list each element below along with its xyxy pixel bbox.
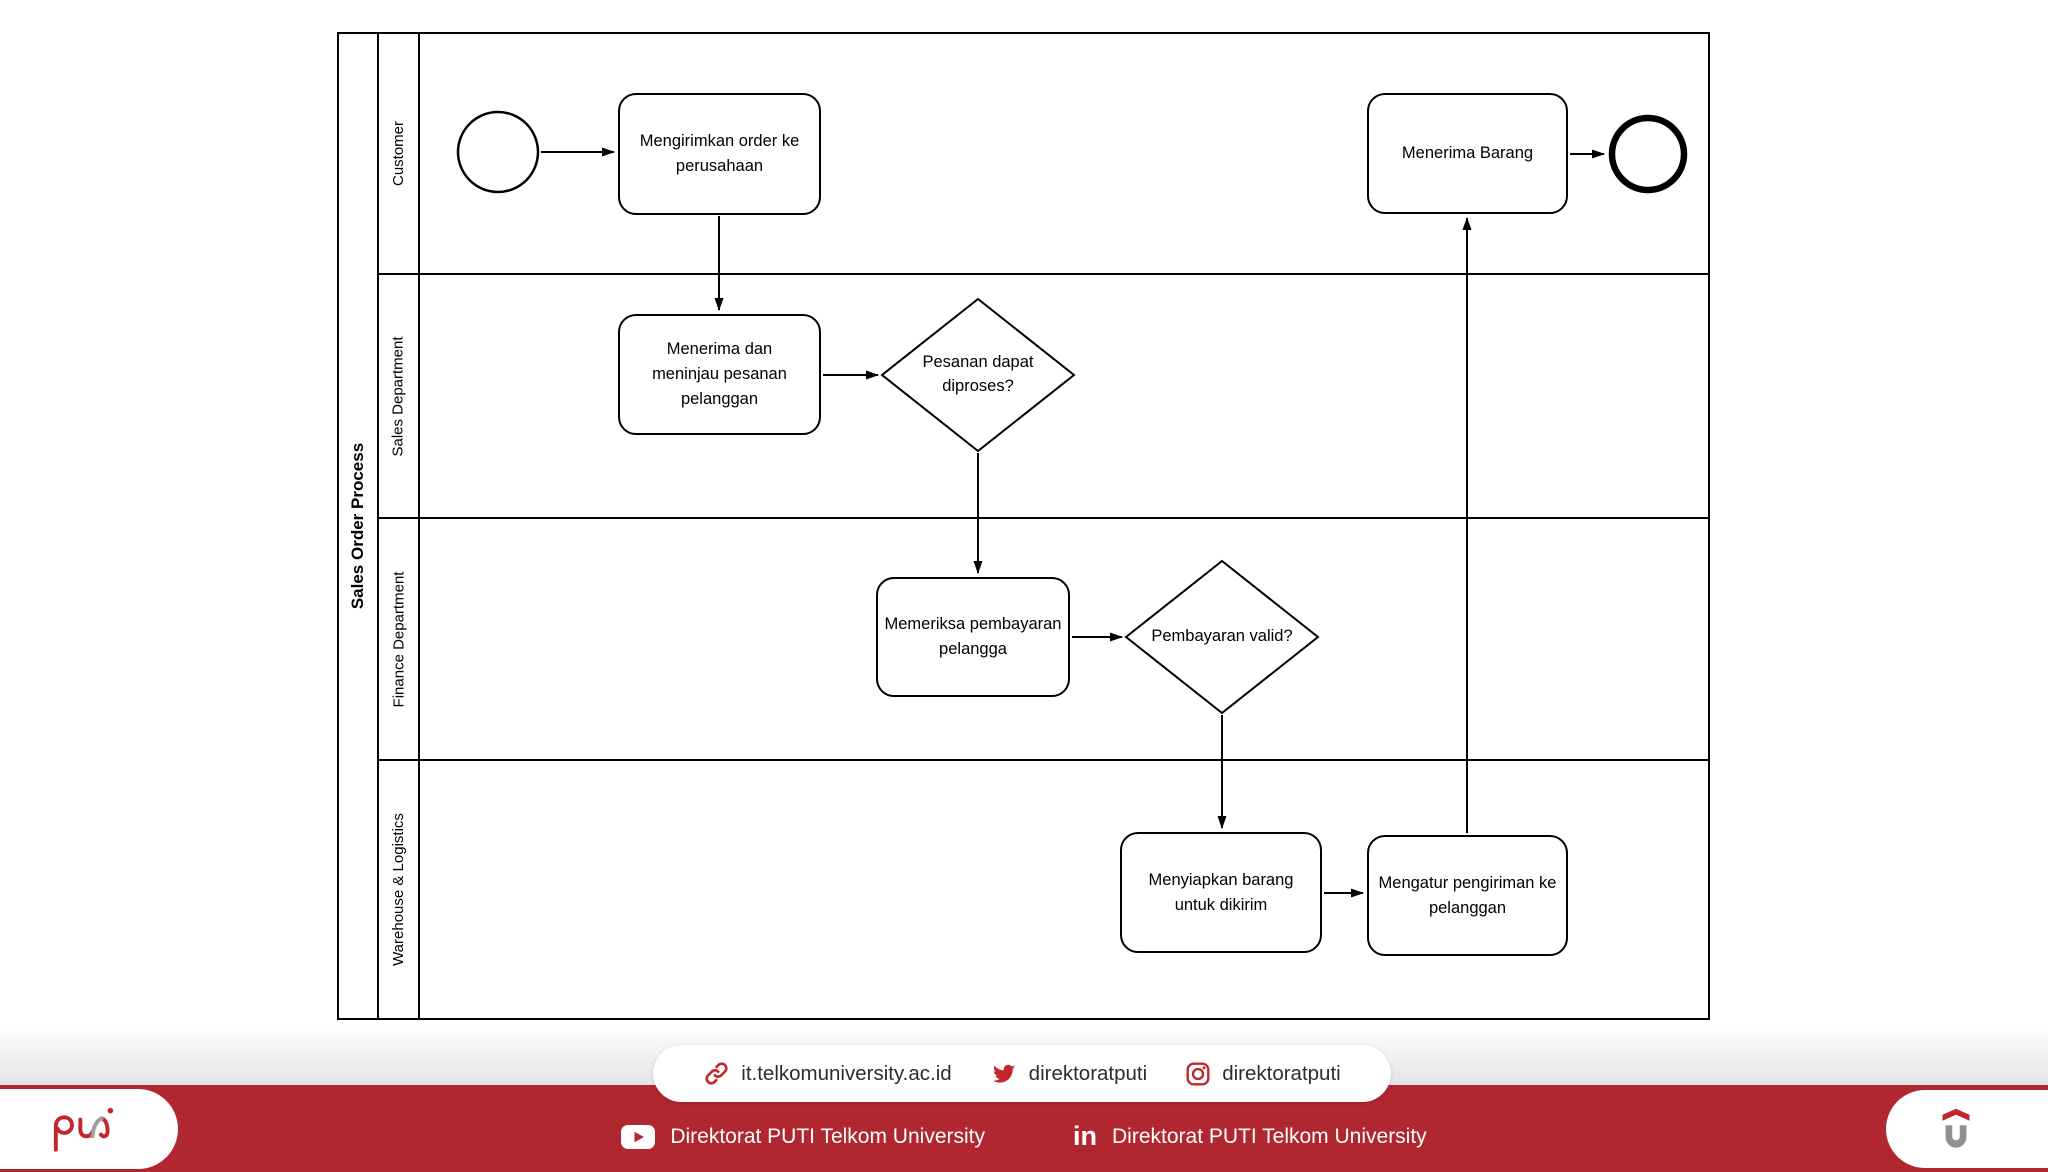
website-link[interactable]: it.telkomuniversity.ac.id <box>703 1060 952 1087</box>
puti-logo <box>53 1107 114 1152</box>
linkedin-icon: in <box>1073 1121 1097 1151</box>
task-receive-goods: Menerima Barang <box>1367 93 1568 214</box>
instagram-icon <box>1186 1062 1210 1085</box>
task-check-payment: Memeriksa pembayaran pelangga <box>876 577 1070 697</box>
youtube-link[interactable]: Direktorat PUTI Telkom University <box>621 1124 985 1149</box>
twitter-icon <box>992 1064 1015 1083</box>
twitter-link[interactable]: direktoratputi <box>990 1062 1147 1086</box>
lane-customer: Customer <box>379 34 1708 273</box>
lane-label-warehouse-logistics: Warehouse & Logistics <box>390 813 408 966</box>
social-links-pill: it.telkomuniversity.ac.id direktoratputi… <box>653 1045 1391 1102</box>
pool-title-column: Sales Order Process <box>339 34 379 1018</box>
lane-finance-department: Finance Department <box>379 517 1708 759</box>
telkom-university-logo-pill <box>1886 1090 2048 1168</box>
telkom-university-logo <box>1942 1108 1970 1148</box>
lane-warehouse-logistics: Warehouse & Logistics <box>379 759 1708 1018</box>
instagram-link[interactable]: direktoratputi <box>1185 1061 1341 1087</box>
lane-label-customer: Customer <box>390 120 407 187</box>
gateway-payment-valid-label: Pembayaran valid? <box>1151 627 1293 646</box>
puti-logo-pill <box>0 1089 178 1169</box>
linkedin-link[interactable]: in Direktorat PUTI Telkom University <box>1073 1121 1427 1151</box>
lane-label-finance-department: Finance Department <box>390 571 407 707</box>
lane-label-sales-department: Sales Department <box>390 335 407 457</box>
lanes: Customer Sales Department Finance Depart… <box>379 34 1708 1018</box>
lane-sales-department: Sales Department <box>379 273 1708 517</box>
task-send-order: Mengirimkan order ke perusahaan <box>618 93 821 215</box>
link-icon <box>705 1062 728 1085</box>
task-prepare-goods: Menyiapkan barang untuk dikirim <box>1120 832 1322 953</box>
task-review-order: Menerima dan meninjau pesanan pelanggan <box>618 314 821 435</box>
pool-title: Sales Order Process <box>348 442 368 610</box>
task-arrange-shipping: Mengatur pengiriman ke pelanggan <box>1367 835 1568 956</box>
gateway-order-processable-label: Pesanan dapat diproses? <box>922 353 1034 395</box>
youtube-icon <box>621 1124 656 1149</box>
